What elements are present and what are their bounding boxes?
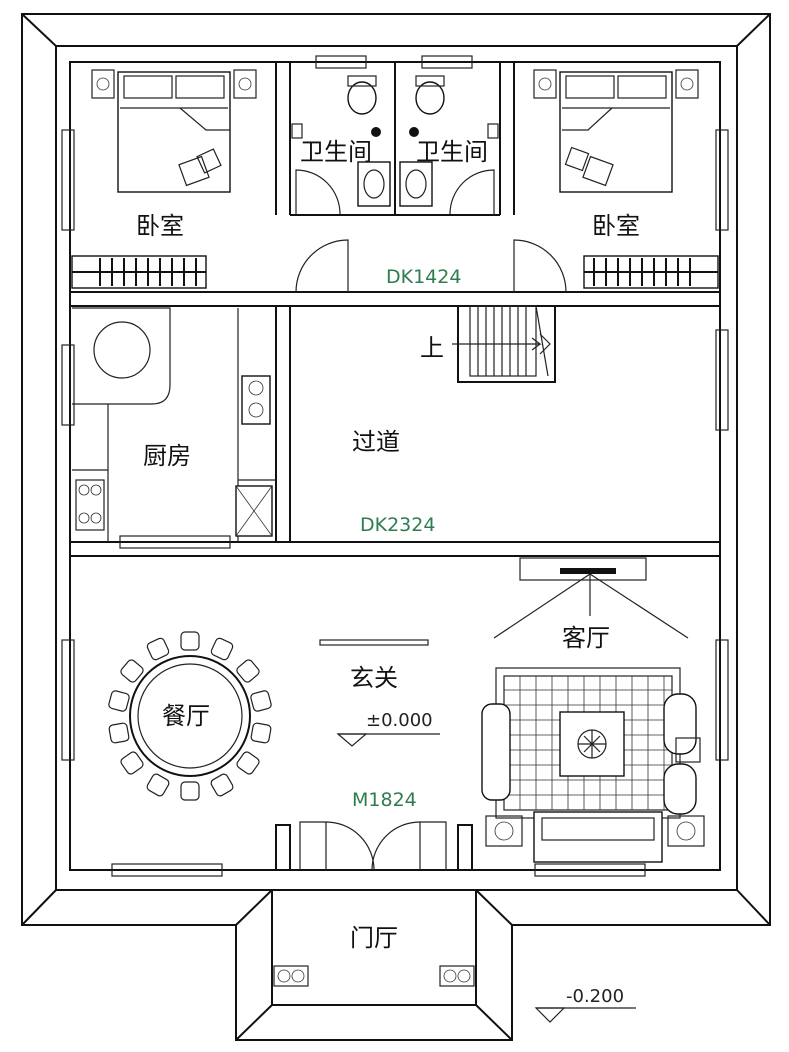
room-label-bath-left: 卫生间	[300, 138, 372, 166]
staircase	[452, 305, 556, 383]
wardrobe-right	[583, 255, 719, 289]
bedroom-doors	[295, 239, 567, 293]
roof-outline	[21, 13, 771, 1041]
room-label-bedroom-right: 卧室	[592, 212, 640, 240]
room-label-kitchen: 厨房	[143, 442, 191, 470]
room-label-porch: 门厅	[350, 924, 398, 952]
elevation-floor: ±0.000	[366, 710, 433, 731]
main-door	[299, 821, 447, 871]
bathroom-fixtures	[291, 75, 499, 215]
wardrobe-left	[71, 255, 207, 289]
room-label-dining: 餐厅	[162, 702, 210, 730]
door-code-upper: DK1424	[386, 266, 461, 288]
door-code-middle: DK2324	[360, 514, 435, 536]
room-label-bedroom-left: 卧室	[136, 212, 184, 240]
building-walls	[69, 61, 721, 871]
bed-left	[91, 69, 257, 193]
dining-table	[108, 631, 272, 801]
room-label-bath-right: 卫生间	[416, 138, 488, 166]
tv-unit	[493, 557, 689, 639]
elevation-markers	[336, 733, 636, 1023]
elevation-outside: -0.200	[566, 986, 624, 1007]
room-label-foyer: 玄关	[350, 664, 398, 692]
windows	[61, 55, 729, 877]
door-code-main: M1824	[352, 789, 417, 811]
porch-columns	[273, 965, 475, 987]
stair-up-label: 上	[420, 334, 444, 362]
kitchen-counter	[72, 307, 276, 542]
sofa-set	[481, 667, 705, 863]
bed-right	[533, 69, 699, 193]
room-label-living: 客厅	[562, 624, 610, 652]
foyer-cabinet	[319, 639, 429, 646]
room-label-corridor: 过道	[352, 428, 400, 456]
